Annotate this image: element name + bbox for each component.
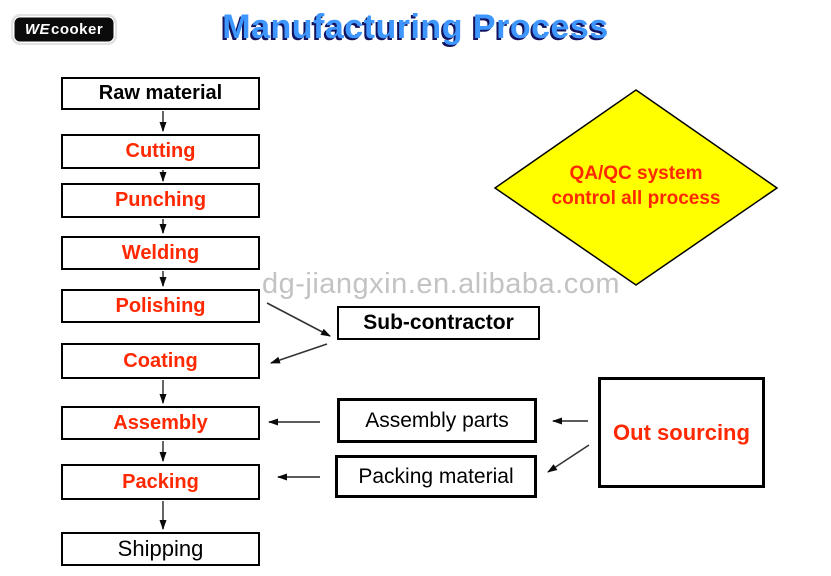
qa-diamond-shape — [493, 89, 779, 286]
logo-we-text: WE — [24, 21, 50, 38]
process-box-raw-material: Raw material — [61, 77, 260, 110]
box-packing-material: Packing material — [335, 455, 537, 498]
qa-diamond-label: QA/QC system control all process — [495, 161, 777, 211]
box-assembly-parts: Assembly parts — [337, 398, 537, 443]
process-box-punching: Punching — [61, 183, 260, 218]
process-box-packing: Packing — [61, 464, 260, 500]
box-sub-contractor: Sub-contractor — [337, 306, 540, 340]
arrow-subcontractor-to-coating — [270, 343, 328, 364]
page-title: Manufacturing Process — [222, 8, 609, 46]
watermark-text: dg-jiangxin.en.alibaba.com — [262, 268, 620, 300]
process-box-shipping: Shipping — [61, 532, 260, 566]
process-box-polishing: Polishing — [61, 289, 260, 323]
arrow-polishing-to-subcontractor — [266, 302, 331, 337]
process-box-coating: Coating — [61, 343, 260, 379]
qa-diamond-line2: control all process — [551, 188, 721, 209]
qa-diamond-line1: QA/QC system — [569, 163, 703, 184]
logo-cooker-text: cooker — [50, 21, 104, 38]
arrow-outsourcing-to-packing-material — [547, 444, 590, 473]
process-box-cutting: Cutting — [61, 134, 260, 169]
process-box-assembly: Assembly — [61, 406, 260, 440]
box-out-sourcing: Out sourcing — [598, 377, 765, 488]
process-box-welding: Welding — [61, 236, 260, 270]
